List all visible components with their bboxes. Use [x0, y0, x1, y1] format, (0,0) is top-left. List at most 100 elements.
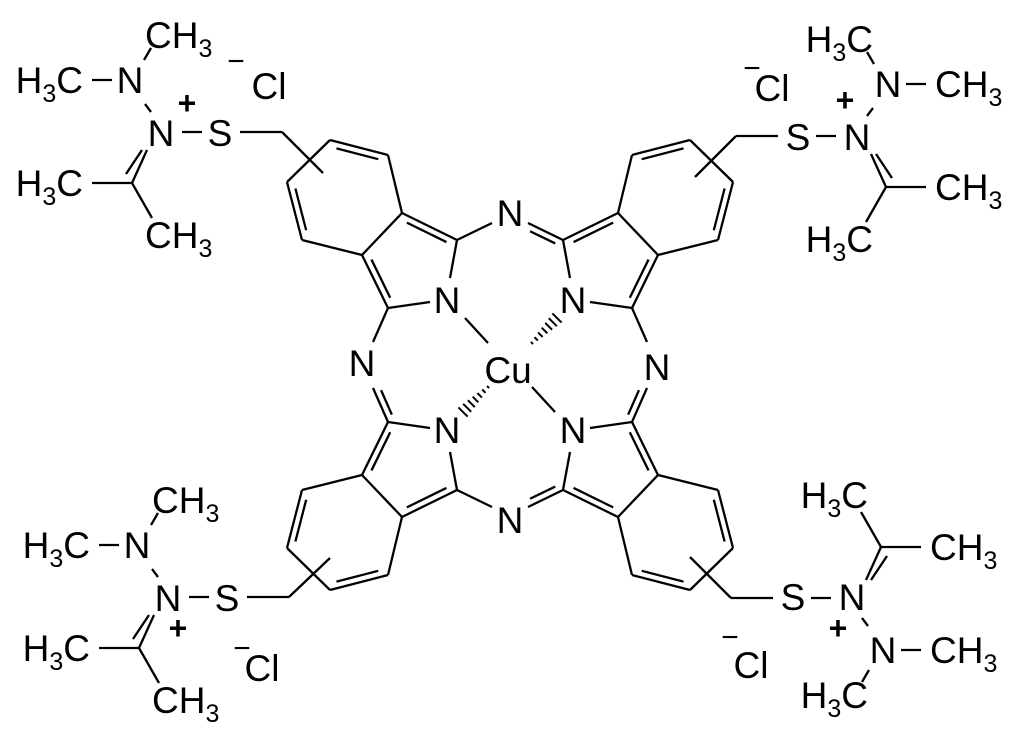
label-part: C [846, 219, 873, 260]
methyl-group-label: CH3 [152, 480, 219, 528]
bond [144, 103, 152, 113]
label-part: N [644, 347, 671, 388]
hashed-bond-segment [471, 395, 480, 404]
benzene-bond [657, 473, 719, 492]
label-part: H [16, 60, 43, 101]
label-part: S [208, 113, 233, 154]
bond [150, 512, 159, 526]
label-part: 3 [42, 183, 56, 211]
chloride-counterion-label: Cl [734, 645, 769, 686]
hashed-bond-segment [544, 322, 553, 331]
label-part: H [957, 527, 984, 568]
label-part: H [962, 167, 989, 208]
benzene-bond [286, 139, 331, 183]
label-part: − [227, 45, 245, 78]
pyrrole-bond [448, 451, 459, 491]
amine-nitrogen-label: N [870, 630, 897, 671]
methyl-group-label: CH3 [152, 680, 219, 728]
bond [866, 107, 874, 117]
label-part: C [145, 15, 172, 56]
benzene-bond [657, 238, 719, 257]
methyl-group-label: CH3 [930, 630, 997, 678]
imine-double-bond-inner [875, 153, 893, 179]
pyrrole-double-bond [360, 254, 390, 309]
label-part: N [560, 280, 587, 321]
label-part: H [179, 480, 206, 521]
copper-nitrogen-bond [464, 317, 489, 344]
methylene-ring-bond [694, 135, 737, 178]
bond [861, 617, 869, 627]
benzene-double-bond [329, 573, 389, 592]
hydrazinium-nitrogen-label: N [839, 577, 866, 618]
benzene-bond [616, 154, 634, 214]
methyl-group-label: H3C [16, 60, 83, 108]
pyrrole-bond [387, 420, 431, 430]
positive-charge: + [836, 82, 855, 118]
benzene-double-bond [285, 181, 304, 241]
double-bond-inner [294, 188, 308, 231]
label-part: 3 [49, 648, 63, 676]
label-part: C [935, 64, 962, 105]
label-part: C [841, 475, 868, 516]
pyrrole-bond [561, 451, 572, 491]
label-part: Cl [245, 648, 280, 689]
label-part: N [117, 60, 144, 101]
label-part: 3 [42, 80, 56, 108]
label-part: H [179, 680, 206, 721]
label-part: H [962, 64, 989, 105]
imine-double-bond [137, 614, 156, 649]
hashed-bond-segment [467, 399, 476, 408]
label-part: H [957, 630, 984, 671]
bond [861, 669, 870, 683]
label-part: 3 [49, 545, 63, 573]
label-part: − [233, 632, 251, 665]
label-part: 3 [827, 495, 841, 523]
label-part: N [839, 577, 866, 618]
label-part: H [172, 15, 199, 56]
hashed-bond-segment [486, 385, 490, 389]
benzene-double-bond [631, 573, 691, 592]
sulfur-label: S [215, 578, 240, 619]
benzene-bond [689, 547, 734, 591]
label-part: C [841, 675, 868, 716]
pyrrole-nitrogen-label: N [434, 280, 461, 321]
hydrazinium-nitrogen-label: N [148, 113, 175, 154]
double-bond-inner [294, 499, 308, 542]
methyl-group-label: CH3 [935, 64, 1002, 112]
bond [138, 647, 160, 684]
hashed-bond-segment [551, 312, 563, 324]
double-bond-inner [573, 486, 614, 509]
double-bond-inner [573, 221, 614, 244]
double-bond-inner [379, 389, 393, 416]
label-part: 3 [198, 35, 212, 63]
hashed-bond-segment [476, 392, 483, 399]
label-part: 3 [988, 187, 1002, 215]
label-part: C [56, 60, 83, 101]
label-part: N [497, 193, 524, 234]
bond [131, 182, 153, 219]
label-part: 3 [827, 695, 841, 723]
label-part: H [16, 163, 43, 204]
hydrazinium-nitrogen-label: N [844, 117, 871, 158]
label-part: C [930, 630, 957, 671]
meso-double-bond [527, 221, 564, 242]
label-part: H [23, 628, 50, 669]
label-part: N [497, 500, 524, 541]
methylene-ring-bond [281, 131, 324, 174]
label-part: C [56, 163, 83, 204]
double-bond-inner [529, 485, 556, 500]
double-bond-inner [712, 499, 726, 542]
double-bond-inner [370, 259, 392, 299]
pyrrole-nitrogen-label: N [434, 410, 461, 451]
methyl-group-label: CH3 [935, 167, 1002, 215]
label-part: H [801, 675, 828, 716]
bond [151, 568, 159, 578]
benzene-double-bond [716, 181, 735, 241]
chloride-counterion-label: Cl [245, 648, 280, 689]
benzene-bond [301, 473, 363, 492]
double-bond-inner [641, 147, 684, 161]
label-part: C [63, 628, 90, 669]
pyrrole-bond [387, 300, 431, 310]
label-part: − [721, 621, 739, 654]
double-bond-inner [406, 221, 447, 244]
